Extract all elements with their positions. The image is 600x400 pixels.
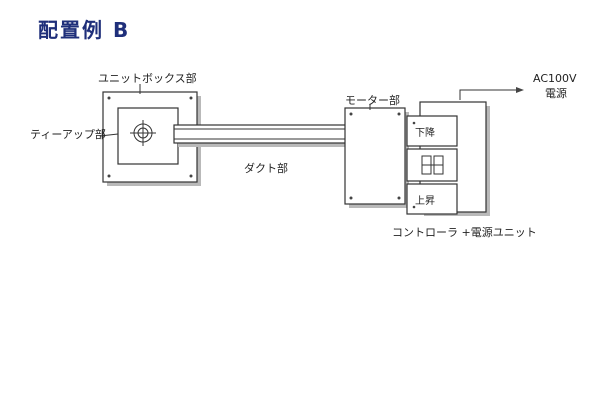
page-title: 配置例 B bbox=[38, 18, 131, 42]
tee-up-icon bbox=[130, 120, 156, 146]
up-button-label: 上昇 bbox=[415, 196, 435, 207]
power-cable bbox=[459, 87, 524, 100]
tea-up-label: ティーアップ部 bbox=[30, 128, 106, 141]
controller-box bbox=[406, 101, 490, 216]
duct bbox=[173, 124, 348, 147]
motor-box bbox=[344, 107, 409, 208]
controller-label: コントローラ +電源ユニット bbox=[392, 226, 537, 239]
unit-box-label: ユニットボックス部 bbox=[98, 72, 197, 85]
down-button-label: 下降 bbox=[415, 128, 435, 139]
display-segments bbox=[421, 155, 444, 175]
leader-lines bbox=[99, 84, 371, 137]
duct-label: ダクト部 bbox=[244, 162, 288, 175]
power-source-label: 電源 bbox=[545, 87, 567, 100]
power-label: AC100V bbox=[533, 72, 577, 85]
motor-label: モーター部 bbox=[345, 94, 400, 107]
